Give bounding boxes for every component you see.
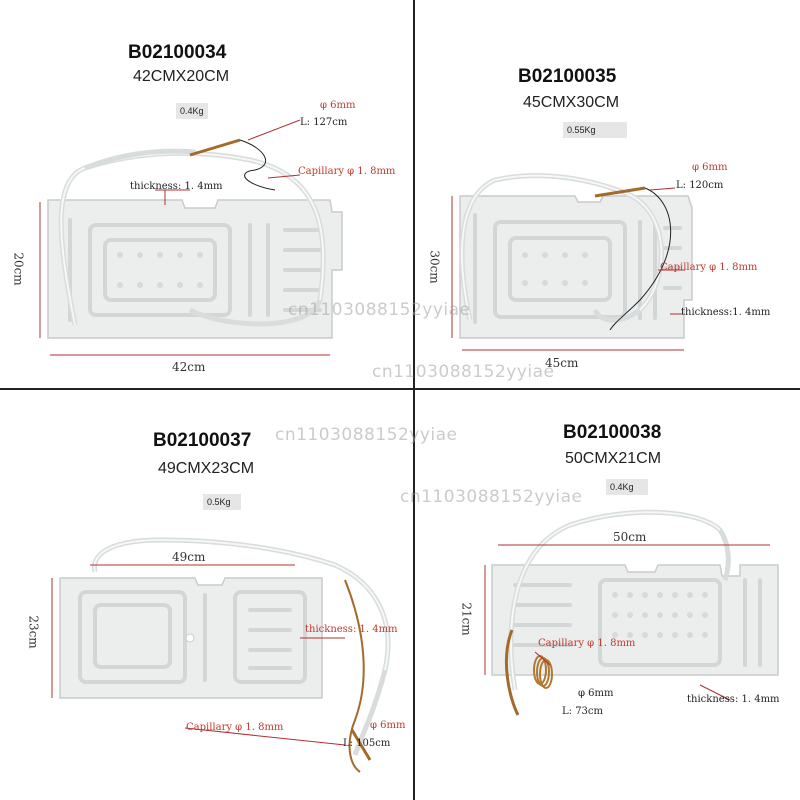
tube-diameter-label: φ 6mm [320, 100, 356, 111]
width-dimension: 50cm [613, 530, 647, 544]
product-size: 45CMX30CM [523, 94, 620, 111]
horizontal-divider [0, 388, 800, 390]
watermark-text: cn1103088152yyiae [372, 362, 555, 382]
product-size: 42CMX20CM [133, 68, 230, 85]
evaporator-plate-photo [51, 537, 391, 773]
tube-diameter-label: φ 6mm [692, 162, 728, 173]
watermark-text: cn1103088152yyiae [288, 300, 471, 320]
product-panel-b02100034: B02100034 42CMX20CM 0.4Kg φ 6mm L: 127cm… [0, 0, 400, 400]
tube-length-label: L: 73cm [562, 706, 603, 717]
height-dimension: 30cm [427, 250, 442, 284]
tube-diameter-label: φ 6mm [370, 720, 406, 731]
product-weight: 0.55Kg [563, 122, 627, 138]
watermark-text: cn1103088152yyiae [275, 425, 458, 445]
tube-length-label: L: 127cm [300, 117, 348, 128]
product-size: 49CMX23CM [158, 460, 255, 477]
thickness-label: thickness: 1. 4mm [305, 624, 398, 635]
product-size: 50CMX21CM [565, 450, 662, 467]
evaporator-plate-photo [451, 173, 693, 351]
capillary-label: Capillary φ 1. 8mm [186, 722, 284, 733]
evaporator-plate-photo [484, 509, 779, 716]
tube-diameter-label: φ 6mm [578, 688, 614, 699]
thickness-label: thickness:1. 4mm [681, 307, 771, 318]
height-dimension: 20cm [11, 252, 26, 286]
vertical-divider [413, 0, 415, 800]
tube-length-label: L: 105cm [343, 738, 391, 749]
product-panel-b02100035: B02100035 45CMX30CM 0.55Kg φ 6mm L: 120c… [400, 0, 800, 400]
thickness-label: thickness: 1. 4mm [130, 181, 223, 192]
width-dimension: 45cm [545, 356, 579, 370]
capillary-label: Capillary φ 1. 8mm [538, 638, 636, 649]
product-weight: 0.5Kg [203, 494, 241, 510]
thickness-label: thickness: 1. 4mm [687, 694, 780, 705]
height-dimension: 23cm [26, 615, 41, 649]
product-code: B02100034 [128, 42, 227, 63]
width-dimension: 42cm [172, 360, 206, 374]
product-code: B02100037 [153, 430, 252, 451]
capillary-label: Capillary φ 1. 8mm [660, 262, 758, 273]
product-panel-b02100038: B02100038 50CMX21CM 0.4Kg φ 6mm L: 73cm … [400, 400, 800, 800]
tube-length-label: L: 120cm [676, 180, 724, 191]
watermark-text: cn1103088152yyiae [400, 487, 583, 507]
product-panel-b02100037: B02100037 49CMX23CM 0.5Kg φ 6mm L: 105cm… [0, 400, 406, 800]
height-dimension: 21cm [459, 602, 474, 636]
product-weight: 0.4Kg [176, 103, 208, 119]
product-code: B02100035 [518, 66, 617, 87]
product-weight: 0.4Kg [606, 479, 648, 495]
product-code: B02100038 [563, 422, 662, 443]
capillary-label: Capillary φ 1. 8mm [298, 166, 396, 177]
evaporator-plate-photo [39, 119, 343, 356]
width-dimension: 49cm [172, 550, 206, 564]
